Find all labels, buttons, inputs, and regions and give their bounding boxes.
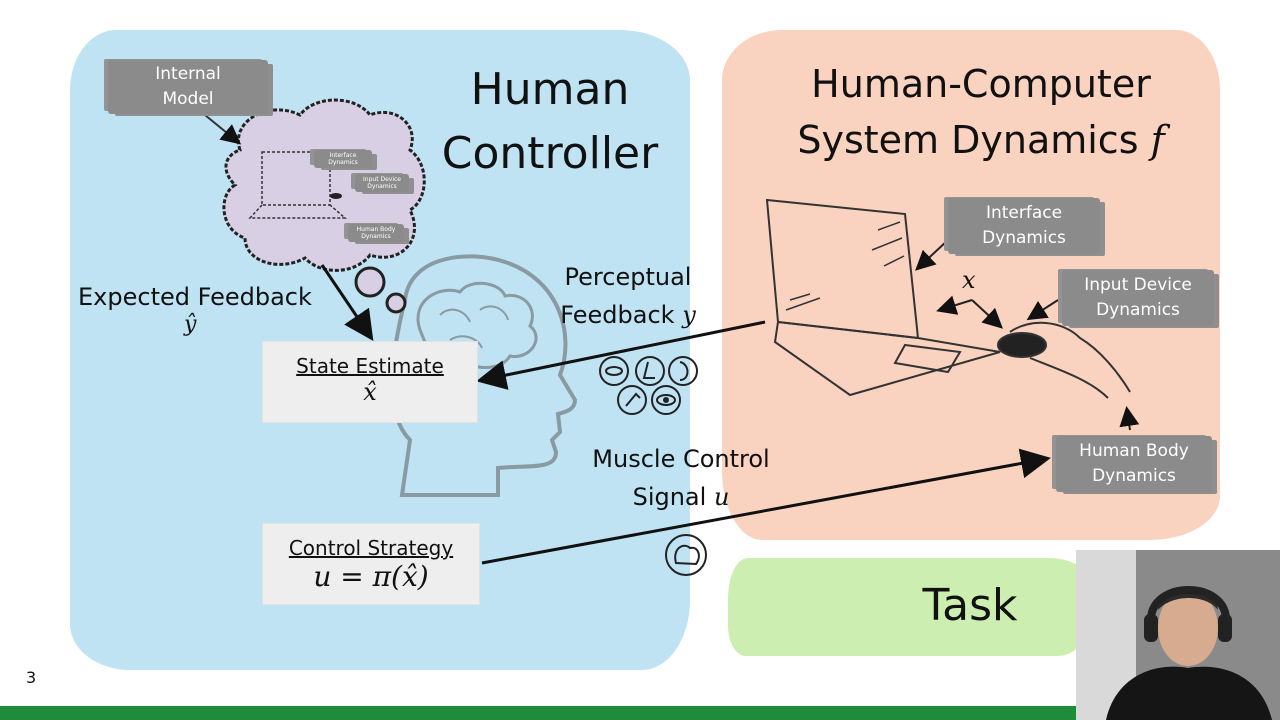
expected-feedback-arrow bbox=[320, 264, 374, 341]
control-strategy-title: Control Strategy bbox=[288, 536, 454, 560]
muscle-control-arrow bbox=[481, 448, 1051, 565]
state-estimate-symbol: x̂ bbox=[363, 378, 377, 406]
system-dynamics-title: Human-Computer System Dynamics f bbox=[786, 56, 1176, 168]
control-strategy-box: Control Strategy u = π(x̂) bbox=[263, 524, 479, 604]
presenter-silhouette bbox=[1076, 550, 1280, 720]
thought-bubble-small bbox=[385, 292, 407, 314]
slide-number: 3 bbox=[26, 668, 37, 687]
expected-feedback-symbol: ŷ bbox=[184, 312, 197, 337]
thought-tag-human-body: Human Body Dynamics bbox=[348, 224, 404, 242]
title-line: System Dynamics f bbox=[786, 112, 1176, 168]
task-label: Task bbox=[922, 580, 1018, 631]
state-estimate-box: State Estimate x̂ bbox=[263, 342, 477, 422]
label-line: Feedback y bbox=[548, 296, 708, 334]
title-line: Human-Computer bbox=[811, 62, 1151, 106]
expected-feedback-label: Expected Feedback bbox=[78, 283, 312, 311]
title-text: System Dynamics bbox=[797, 118, 1139, 162]
tag-line: Dynamics bbox=[1092, 466, 1176, 486]
tag-line: Dynamics bbox=[1096, 300, 1180, 320]
task-region bbox=[728, 558, 1088, 656]
thought-tag-interface: Interface Dynamics bbox=[314, 150, 372, 168]
tag-line: Interface bbox=[985, 203, 1063, 223]
state-estimate-title: State Estimate bbox=[296, 354, 444, 378]
control-strategy-formula: u = π(x̂) bbox=[313, 560, 429, 593]
title-line: Human bbox=[470, 64, 630, 115]
tag-line: Human Body bbox=[1079, 441, 1189, 461]
title-line: Controller bbox=[441, 128, 659, 179]
label-line: Perceptual bbox=[564, 263, 692, 291]
sense-icons bbox=[599, 356, 698, 415]
perceptual-symbol: y bbox=[682, 301, 696, 329]
label-text: Feedback bbox=[560, 301, 675, 329]
thought-tag-input-device: Input Device Dynamics bbox=[355, 174, 409, 192]
tag-line: Internal bbox=[155, 64, 221, 84]
human-body-dynamics-tag: Human Body Dynamics bbox=[1056, 436, 1212, 492]
muscle-icon bbox=[665, 534, 707, 576]
input-device-dynamics-tag: Input Device Dynamics bbox=[1062, 270, 1214, 326]
interface-dynamics-tag: Interface Dynamics bbox=[948, 198, 1100, 254]
internal-model-tag: Internal Model bbox=[108, 60, 268, 114]
system-symbol: f bbox=[1150, 118, 1165, 162]
tag-line: Dynamics bbox=[982, 228, 1066, 248]
footer-bar bbox=[0, 706, 1280, 720]
label-text: Signal bbox=[632, 483, 707, 511]
webcam-overlay bbox=[1076, 550, 1280, 720]
head-outline bbox=[390, 254, 578, 497]
laptop-illustration bbox=[765, 198, 1001, 397]
muscle-control-label: Muscle Control Signal u bbox=[578, 440, 784, 516]
tag-line: Input Device bbox=[1084, 275, 1192, 295]
state-x-symbol: x bbox=[962, 266, 976, 294]
label-line: Muscle Control bbox=[592, 445, 770, 473]
tag-line: Model bbox=[162, 89, 214, 109]
human-controller-title: Human Controller bbox=[432, 58, 668, 186]
thought-bubble-large bbox=[354, 266, 386, 298]
hand-mouse-illustration bbox=[997, 321, 1131, 399]
perceptual-feedback-arrow bbox=[476, 320, 766, 390]
perceptual-feedback-label: Perceptual Feedback y bbox=[548, 258, 708, 334]
label-line: Signal u bbox=[578, 478, 784, 516]
muscle-symbol: u bbox=[713, 483, 730, 511]
